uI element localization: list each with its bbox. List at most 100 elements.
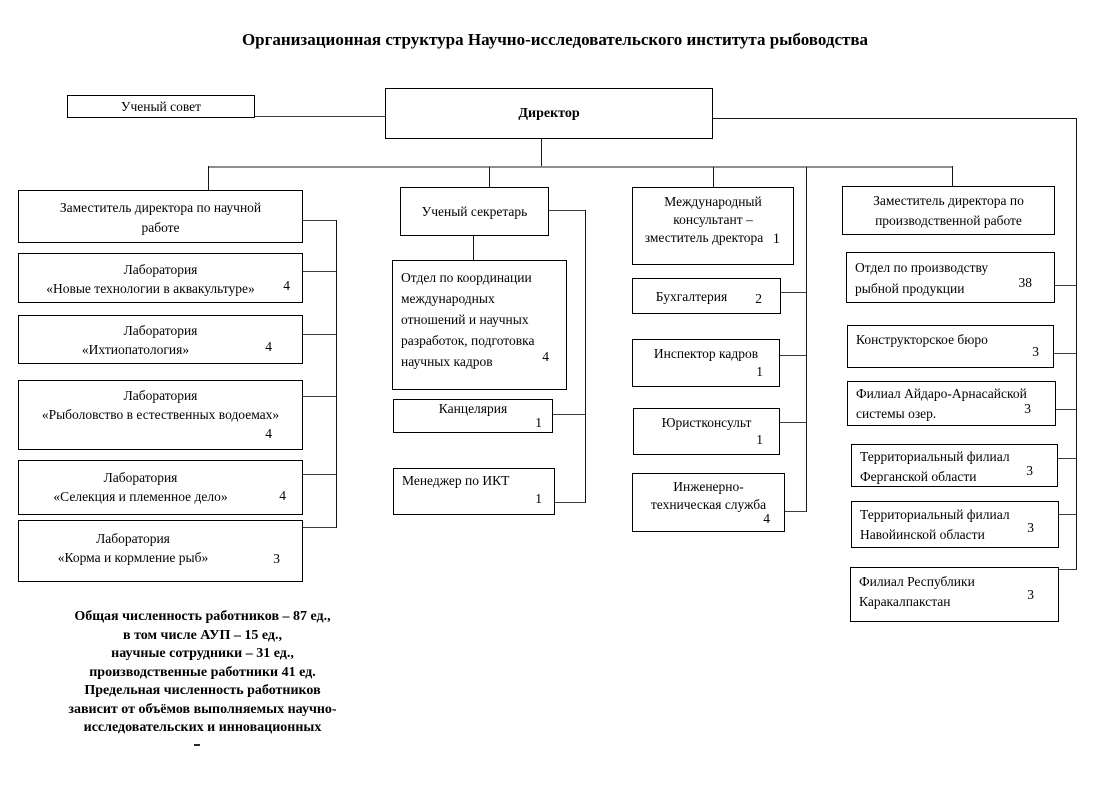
- unit-line1: Отдел по производству: [855, 260, 989, 275]
- dept-count: 4: [542, 349, 549, 364]
- consultant-line3: зместитель дректора: [644, 230, 764, 245]
- connector-trunk: [208, 166, 952, 168]
- connector-stub: [1056, 409, 1076, 410]
- connector-stub: [1059, 569, 1076, 570]
- box-chancellery: Канцелярия 1: [393, 399, 553, 433]
- deputy-science-line2: работе: [141, 220, 180, 235]
- accounting-label: Бухгалтерия: [655, 288, 728, 304]
- dept-line5: научных кадров: [401, 354, 493, 369]
- connector-stub: [1059, 514, 1076, 515]
- dept-line2: международных: [401, 291, 495, 306]
- box-coordination-dept: Отдел по координации международных отнош…: [392, 260, 567, 390]
- unit-count: 3: [1027, 587, 1034, 602]
- unit-line1: Филиал Айдаро-Арнасайской: [856, 386, 1027, 401]
- connector-stub: [780, 355, 806, 356]
- lab-line2: «Рыболовство в естественных водоемах»: [41, 407, 280, 422]
- connector-stub: [303, 334, 336, 335]
- page-title: Организационная структура Научно-исследо…: [241, 30, 869, 49]
- unit-line2: Ферганской области: [860, 469, 977, 484]
- box-engineering-service: Инженерно- техническая служба 4: [632, 473, 785, 532]
- box-lab-aquaculture: Лаборатория «Новые технологии в аквакуль…: [18, 253, 303, 303]
- box-design-bureau: Конструкторское бюро 3: [847, 325, 1054, 368]
- unit-count: 3: [1026, 463, 1033, 478]
- unit-line1: Конструкторское бюро: [856, 332, 988, 347]
- unit-line2: Каракалпакстан: [859, 594, 951, 609]
- lab-count: 4: [265, 339, 272, 354]
- clipped-text-artifact: [194, 744, 200, 746]
- lab-count: 4: [283, 278, 290, 293]
- lab-line1: Лаборатория: [103, 470, 178, 485]
- unit-line1: Территориальный филиал: [860, 449, 1010, 464]
- connector-stub: [1055, 285, 1076, 286]
- consultant-line2: консультант –: [673, 212, 753, 227]
- box-director: Директор: [385, 88, 713, 139]
- box-lab-selection: Лаборатория «Селекция и племенное дело» …: [18, 460, 303, 515]
- summary-line: Общая численность работников – 87 ед.,: [74, 609, 331, 624]
- accounting-count: 2: [755, 291, 762, 306]
- summary-line: зависит от объёмов выполняемых научно-: [68, 701, 337, 717]
- lab-line2: «Корма и кормление рыб»: [57, 550, 209, 565]
- box-deputy-production: Заместитель директора по производственно…: [842, 186, 1055, 235]
- connector-bus-col1: [336, 220, 337, 528]
- deputy-science-line1: Заместитель директора по научной: [59, 200, 262, 215]
- hr-inspector-label: Инспектор кадров: [653, 346, 759, 361]
- box-fish-production-dept: Отдел по производству рыбной продукции 3…: [846, 252, 1055, 303]
- lab-line1: Лаборатория: [123, 262, 198, 277]
- unit-count: 3: [1032, 344, 1039, 359]
- connector-stub: [785, 511, 806, 512]
- box-karakalpakstan-branch: Филиал Республики Каракалпакстан 3: [850, 567, 1059, 622]
- box-lab-ichthyopathology: Лаборатория «Ихтиопатология» 4: [18, 315, 303, 364]
- connector-stub: [303, 474, 336, 475]
- consultant-count: 1: [772, 231, 780, 247]
- summary-line: Предельная численность работников: [84, 683, 321, 698]
- connector-drop-col1: [208, 166, 209, 190]
- unit-count: 38: [1018, 275, 1033, 290]
- box-hr-inspector: Инспектор кадров 1: [632, 339, 780, 387]
- unit-line1: Территориальный филиал: [860, 507, 1010, 522]
- connector-drop-secretary: [489, 167, 490, 187]
- unit-line2: Навойинской области: [860, 527, 985, 542]
- unit-count: 3: [1027, 520, 1034, 535]
- box-scientific-secretary: Ученый секретарь: [400, 187, 549, 236]
- lab-line2: «Селекция и племенное дело»: [53, 489, 228, 504]
- scientific-secretary-label: Ученый секретарь: [421, 204, 528, 219]
- summary-line: в том числе АУП – 15 ед.,: [123, 627, 282, 643]
- box-scientific-council: Ученый совет: [67, 95, 255, 118]
- summary-line: производственные работники 41 ед.: [89, 664, 316, 680]
- connector-stub: [303, 220, 336, 221]
- connector-bus-col4-right: [1076, 118, 1077, 570]
- box-lab-feeds: Лаборатория «Корма и кормление рыб» 3: [18, 520, 303, 582]
- connector-drop-consultant: [713, 167, 714, 187]
- unit-line1: Филиал Республики: [859, 574, 975, 589]
- connector-stub: [781, 292, 806, 293]
- legal-counsel-label: Юристконсульт: [661, 415, 752, 430]
- summary-line: научные сотрудники – 31 ед.,: [111, 646, 294, 661]
- lab-line2: «Новые технологии в аквакультуре»: [46, 281, 255, 296]
- connector-stub: [555, 502, 585, 503]
- lab-line1: Лаборатория: [123, 388, 198, 403]
- unit-count: 3: [1024, 401, 1031, 416]
- box-aydar-arnasay-branch: Филиал Айдаро-Арнасайской системы озер. …: [847, 381, 1056, 426]
- box-legal-counsel: Юристконсульт 1: [633, 408, 780, 455]
- lab-count: 4: [279, 488, 286, 503]
- box-accounting: Бухгалтерия 2: [632, 278, 781, 314]
- legal-counsel-count: 1: [756, 432, 763, 447]
- deputy-production-line2: производственной работе: [875, 213, 1022, 228]
- engineering-count: 4: [763, 511, 770, 526]
- dept-line1: Отдел по координации: [401, 270, 532, 285]
- staff-summary: Общая численность работников – 87 ед., в…: [25, 608, 380, 738]
- lab-line1: Лаборатория: [123, 323, 198, 338]
- chancellery-count: 1: [535, 415, 542, 430]
- dept-line4: разработок, подготовка: [401, 333, 535, 348]
- consultant-line1: Международный: [664, 194, 762, 209]
- connector-bus-col2: [585, 210, 586, 503]
- hr-inspector-count: 1: [756, 364, 763, 379]
- connector-director-drop: [541, 139, 542, 166]
- scientific-council-label: Ученый совет: [120, 99, 202, 114]
- engineering-line2: техническая служба: [650, 497, 767, 512]
- lab-line1: Лаборатория: [96, 531, 170, 546]
- box-deputy-science: Заместитель директора по научной работе: [18, 190, 303, 243]
- connector-stub: [303, 396, 336, 397]
- connector-council-director: [255, 116, 385, 117]
